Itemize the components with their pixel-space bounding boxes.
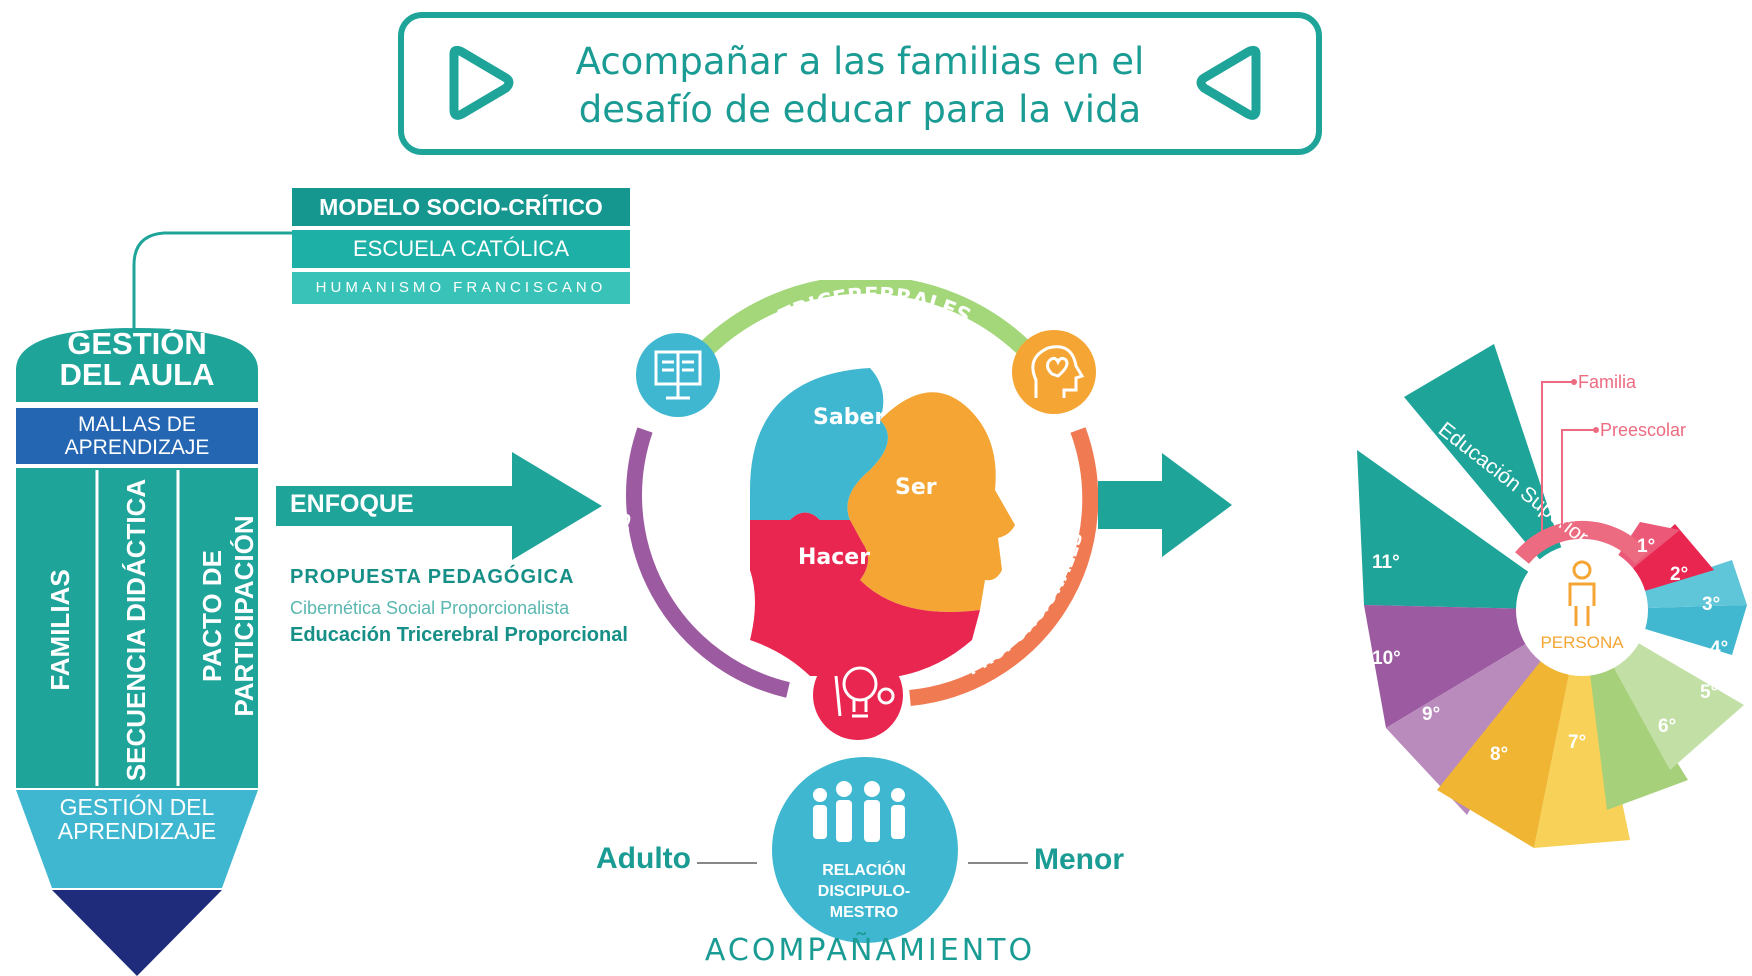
relacion-circle [772, 757, 958, 943]
banner-connector [132, 231, 295, 335]
person-icon [1568, 560, 1596, 626]
arc-dimensiones [626, 427, 790, 698]
play-right-icon [449, 45, 514, 120]
relacion-line1: RELACIÓN [822, 862, 906, 879]
bulb-icon-circle [813, 650, 903, 740]
main-title-line1: Acompañar a las familias en el [575, 40, 1145, 83]
arc-proporcionales [909, 427, 1099, 706]
gestion-aprendizaje-line1: GESTIÓN DEL [59, 794, 215, 820]
column-familias: FAMILIAS [45, 569, 75, 691]
gestion-aprendizaje-line2: APRENDIZAJE [57, 818, 217, 844]
grade-7: 7° [1568, 732, 1586, 753]
educacion-text: Educación Tricerebral Proporcional [290, 624, 628, 646]
grade-6: 6° [1658, 716, 1676, 737]
preescolar-ring [1515, 520, 1649, 564]
slice-11 [1357, 450, 1582, 610]
persona-label: PERSONA [1540, 633, 1624, 652]
pencil-shape [16, 328, 258, 976]
grade-1: 1° [1637, 536, 1655, 557]
gestion-aula-line2: DEL AULA [59, 357, 215, 392]
heart-head-icon-circle [1012, 330, 1096, 414]
grade-2: 2° [1670, 564, 1688, 585]
head-ser [847, 392, 1015, 612]
play-left-icon [1196, 45, 1261, 120]
arc-tricerebrales [700, 280, 1031, 355]
grade-3: 3° [1702, 594, 1720, 615]
propuesta-title: PROPUESTA PEDAGÓGICA [290, 566, 575, 588]
mallas-line1: MALLAS DE [78, 413, 196, 436]
mallas-aprendizaje: MALLAS DE APRENDIZAJE [16, 408, 258, 464]
grades-fan: PERSONA 1° 2° 3° 4° 5° 6° 7° 8° 9° 10° 1… [1357, 344, 1747, 848]
grade-10: 10° [1372, 648, 1401, 669]
relacion-line3: MESTRO [829, 904, 899, 921]
book-icon [654, 350, 702, 400]
dimensions-diagram: TRICEREBRALES DIMENSIONES PROPORCIONALES… [612, 280, 1099, 740]
slice-9 [1386, 610, 1582, 815]
saber-label: Saber [813, 405, 885, 430]
main-title-line2: desafío de educar para la vida [578, 88, 1142, 131]
banner-modelo: MODELO SOCIO-CRÍTICO [292, 188, 630, 226]
menor-label: Menor [1034, 843, 1124, 876]
acompanamiento-label: ACOMPAÑAMIENTO [704, 933, 1036, 968]
menor-line [968, 862, 1028, 864]
enfoque-arrow [276, 452, 602, 560]
right-arrow [1098, 453, 1232, 557]
main-title: Acompañar a las familias en el desafío d… [540, 38, 1180, 134]
familia-label: Familia [1578, 372, 1637, 392]
adulto-line [697, 862, 757, 864]
hacer-label: Hacer [798, 545, 870, 570]
banner-humanismo: HUMANISMO FRANCISCANO [292, 272, 630, 304]
column-secuencia: SECUENCIA DIDÁCTICA [121, 478, 151, 782]
adulto-label: Adulto [596, 842, 691, 875]
slice-8 [1437, 610, 1582, 848]
enfoque-label: ENFOQUE [290, 490, 414, 518]
banner-escuela: ESCUELA CATÓLICA [292, 230, 630, 268]
family-icon [813, 781, 905, 842]
column-pacto: PACTO DE [197, 550, 227, 682]
cibernetica-text: Cibernética Social Proporcionalista [290, 598, 570, 618]
grade-5: 5° [1700, 682, 1718, 703]
gestion-aula-title: GESTIÓN DEL AULA [16, 328, 258, 390]
head-hacer [750, 512, 980, 676]
ser-label: Ser [895, 475, 937, 500]
grade-11: 11° [1372, 552, 1400, 573]
title-frame [398, 12, 1322, 155]
gestion-aprendizaje: GESTIÓN DEL APRENDIZAJE [16, 795, 258, 843]
mallas-line2: APRENDIZAJE [64, 436, 210, 459]
relacion-line2: DISCIPULO- [817, 883, 911, 900]
grade-4: 4° [1710, 638, 1728, 659]
relacion-text: RELACIÓN DISCIPULO- MESTRO [776, 860, 952, 923]
gestion-aula-line1: GESTIÓN [67, 326, 207, 361]
column-participacion: PARTICIPACIÓN [229, 515, 259, 717]
persona-circle [1516, 544, 1648, 676]
preescolar-label: Preescolar [1600, 420, 1686, 440]
heart-head-icon [1031, 345, 1085, 398]
head-saber [750, 368, 888, 520]
grade-8: 8° [1490, 744, 1508, 765]
bulb-icon [834, 666, 895, 718]
grade-9: 9° [1422, 704, 1440, 725]
